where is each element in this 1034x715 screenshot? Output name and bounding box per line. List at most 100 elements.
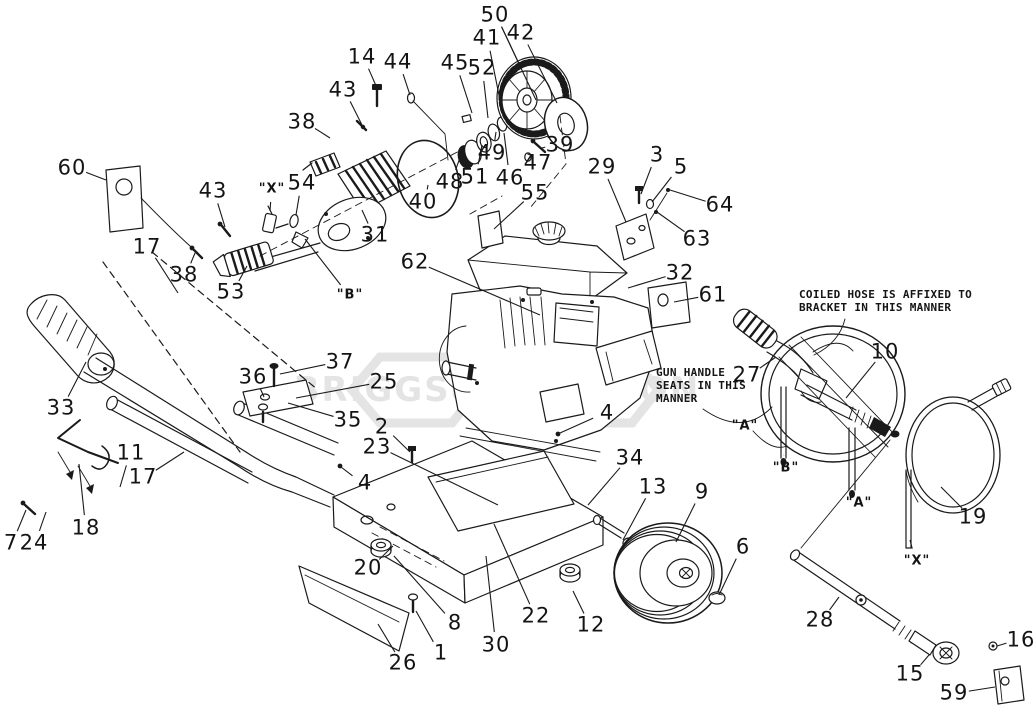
callout-3: 3 — [649, 142, 665, 167]
leader-line-17-upper — [154, 257, 179, 294]
gun-hose-assembly — [702, 308, 1012, 665]
callout-2: 2 — [374, 414, 390, 439]
leader-line-5 — [651, 176, 672, 203]
leader-line-42 — [527, 44, 558, 104]
leader-line-7 — [16, 509, 27, 532]
leader-line-26 — [377, 623, 396, 653]
callout-34: 34 — [615, 445, 645, 470]
callout-a-hose: "A" — [845, 495, 873, 511]
callout-14: 14 — [347, 44, 377, 69]
callout-22: 22 — [521, 603, 551, 628]
leader-line-50 — [501, 26, 537, 101]
leader-line-43-lower — [217, 203, 226, 228]
callout-55: 55 — [520, 180, 550, 205]
leader-line-25 — [295, 383, 370, 399]
callout-37: 37 — [325, 349, 355, 374]
leader-line-48 — [455, 151, 463, 171]
leader-line-64 — [669, 189, 706, 202]
gun-grip — [732, 308, 778, 349]
callout-42: 42 — [506, 20, 536, 45]
callout-a-gun: "A" — [731, 418, 759, 434]
wheel-9 — [613, 522, 723, 624]
leader-line-18 — [78, 463, 85, 516]
callout-30: 30 — [481, 632, 511, 657]
callout-18: 18 — [71, 515, 101, 540]
leader-line-20 — [378, 545, 394, 560]
callout-4-right: 4 — [599, 400, 615, 425]
grip-33 — [26, 294, 115, 384]
leader-line-36 — [259, 388, 265, 398]
leader-line-4-right — [559, 417, 594, 434]
callout-41: 41 — [472, 25, 502, 50]
callout-38-lower: 38 — [169, 262, 199, 287]
callout-39: 39 — [545, 132, 575, 157]
leader-line-34 — [587, 467, 621, 506]
callout-11: 11 — [116, 440, 146, 465]
callout-13: 13 — [638, 474, 668, 499]
leader-line-23 — [390, 452, 499, 506]
callout-35: 35 — [333, 407, 363, 432]
callout-33: 33 — [46, 395, 76, 420]
callout-25: 25 — [369, 369, 399, 394]
callout-12: 12 — [576, 612, 606, 637]
callout-64: 64 — [705, 192, 735, 217]
leader-line-x-valve — [269, 201, 272, 212]
callout-38-top: 38 — [287, 109, 317, 134]
engine-assembly — [438, 221, 662, 462]
leader-line-28 — [829, 596, 840, 611]
leader-line-30 — [485, 555, 495, 633]
callout-15: 15 — [895, 661, 925, 686]
callout-59: 59 — [939, 680, 969, 705]
leader-line-19 — [940, 486, 963, 509]
leader-line-a-hose — [852, 490, 855, 493]
callout-48: 48 — [435, 169, 465, 194]
callout-17-upper: 17 — [132, 234, 162, 259]
leader-line-39 — [541, 146, 546, 149]
callout-6: 6 — [735, 534, 751, 559]
callout-19: 19 — [958, 504, 988, 529]
leader-line-60 — [85, 171, 107, 181]
leader-line-31 — [361, 209, 369, 224]
callout-10: 10 — [870, 339, 900, 364]
callout-43-top: 43 — [328, 77, 358, 102]
callout-54: 54 — [287, 170, 317, 195]
leader-line-38-lower — [190, 252, 196, 264]
leader-line-9 — [675, 503, 696, 543]
leader-line-37 — [279, 364, 326, 375]
callout-32: 32 — [665, 260, 695, 285]
leader-line-52 — [483, 80, 489, 119]
leader-line-24 — [38, 511, 47, 532]
leader-line-32 — [627, 276, 666, 289]
leader-line-12 — [572, 590, 585, 614]
callout-5: 5 — [673, 154, 689, 179]
leader-line-62 — [428, 266, 541, 316]
callout-44: 44 — [383, 49, 413, 74]
cap-12 — [559, 563, 581, 583]
leader-line-51 — [477, 144, 483, 165]
callout-7: 7 — [3, 530, 19, 555]
leader-line-63 — [656, 211, 685, 233]
leader-line-59 — [968, 686, 996, 692]
callout-46: 46 — [495, 165, 525, 190]
leader-line-6 — [718, 558, 737, 596]
leader-line-45 — [459, 75, 473, 114]
leader-line-4-left — [340, 466, 353, 477]
callout-27: 27 — [732, 362, 762, 387]
callout-61: 61 — [698, 282, 728, 307]
leader-line-15 — [920, 654, 930, 666]
callout-62: 62 — [400, 249, 430, 274]
leader-line-40 — [426, 184, 429, 190]
callout-31: 31 — [360, 222, 390, 247]
leader-line-27 — [759, 356, 777, 369]
callout-60: 60 — [57, 155, 87, 180]
leader-line-22 — [493, 523, 531, 605]
callout-40: 40 — [408, 189, 438, 214]
leader-line-54 — [295, 195, 300, 216]
leader-line-2 — [392, 435, 411, 453]
leader-line-41 — [489, 50, 504, 116]
callout-16: 16 — [1006, 627, 1034, 652]
